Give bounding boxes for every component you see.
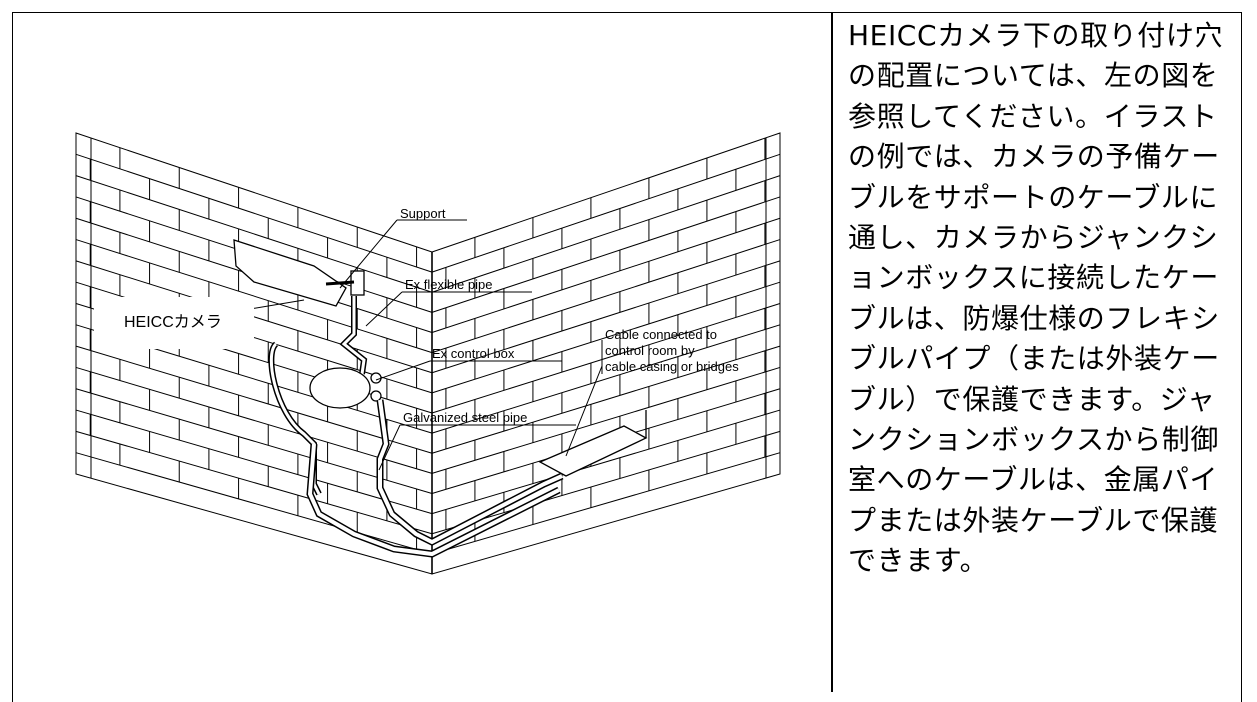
flexible-pipe-label: Ex flexible pipe: [405, 277, 493, 292]
cable-label-line1: Cable connected to: [605, 327, 718, 342]
brick-course: [75, 366, 433, 474]
steel-pipe-label: Galvanized steel pipe: [403, 410, 528, 425]
brick-course: [75, 409, 433, 515]
junction-box: [309, 367, 371, 409]
brick-course: [431, 281, 781, 394]
cable-label-line3: cable casing or bridges: [605, 359, 739, 374]
brick-course: [431, 175, 781, 293]
brick-course: [75, 153, 433, 273]
brick-course: [431, 239, 781, 354]
description-text: HEICCカメラ下の取り付け穴の配置については、左の図を参照してください。イラス…: [848, 19, 1224, 578]
installation-diagram: Support Ex flexible pipe Ex control box …: [14, 14, 830, 690]
junction-box-gland: [370, 372, 382, 384]
control-box-label: Ex control box: [432, 346, 515, 361]
brick-course: [75, 239, 433, 354]
brick-course: [75, 430, 433, 535]
brick-course: [431, 366, 781, 474]
brick-course: [431, 196, 781, 313]
control-box-leader: [375, 360, 431, 381]
junction-box-gland: [370, 390, 382, 402]
brick-course: [431, 217, 781, 333]
steel-pipe-inner: [307, 443, 560, 557]
camera-mount: [325, 280, 355, 286]
page-frame: [12, 12, 1242, 702]
steel-pipe-leader: [378, 424, 401, 471]
brick-course: [75, 175, 433, 293]
flexible-pipe-leader: [365, 291, 403, 327]
brick-course: [431, 345, 781, 454]
cable-label-line2: control room by: [605, 343, 695, 358]
brick-course: [431, 409, 781, 515]
column-divider: [831, 12, 833, 692]
brick-course: [75, 260, 433, 374]
wall-drawing: [75, 132, 781, 575]
brick-course: [75, 345, 433, 454]
flexible-pipe-inner: [341, 296, 366, 375]
support-label: Support: [400, 206, 446, 221]
brick-course: [431, 260, 781, 374]
cable-leader: [565, 365, 603, 457]
camera-leader: [243, 299, 305, 311]
brick-course: [431, 452, 781, 555]
brick-course: [431, 153, 781, 273]
left-wall: [75, 132, 433, 575]
brick-course: [431, 324, 781, 434]
camera-label: HEICCカメラ: [94, 297, 254, 349]
spare-loop-inner: [269, 342, 321, 495]
camera-housing: [233, 239, 347, 307]
brick-course: [431, 303, 781, 414]
brick-course: [431, 430, 781, 535]
brick-course: [75, 452, 433, 555]
support-leader: [339, 219, 398, 289]
steel-pipe-inner: [378, 399, 563, 545]
brick-course: [75, 388, 433, 494]
